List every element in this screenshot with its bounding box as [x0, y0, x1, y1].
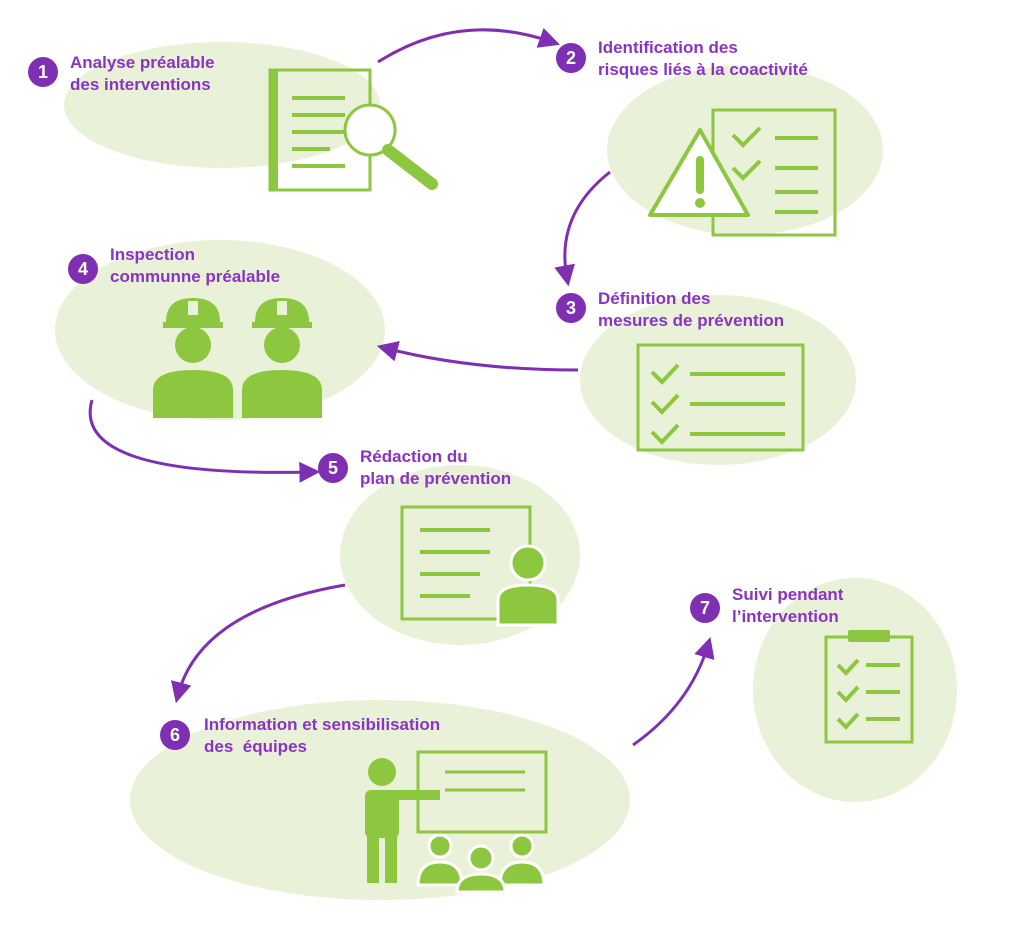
step-2-title-line1: Identification des	[598, 38, 738, 57]
step-6-title-line1: Information et sensibilisation	[204, 715, 441, 734]
arrow-4-to-5	[88, 399, 321, 483]
step-6-title: Information et sensibilisation des équip…	[204, 714, 440, 758]
step-4-title: Inspection communne préalable	[110, 244, 280, 288]
step-4-title-line2: communne préalable	[110, 267, 281, 286]
step-5-title-line1: Rédaction du	[360, 447, 468, 466]
step-7-badge: 7	[690, 593, 720, 623]
checklist-icon	[636, 343, 805, 452]
document-magnifier-icon	[268, 68, 438, 192]
step-3-title: Définition des mesures de prévention	[598, 288, 784, 332]
step-5-title-line2: plan de prévention	[360, 469, 512, 488]
warning-checklist-icon	[648, 108, 837, 237]
step-4-badge: 4	[68, 254, 98, 284]
step-1-title-line2: des interventions	[70, 75, 211, 94]
step-3-title-line2: mesures de prévention	[598, 311, 785, 330]
clipboard-checklist-icon	[824, 630, 914, 744]
step-2-title: Identification des risques liés à la coa…	[598, 37, 808, 81]
step-6-badge: 6	[160, 720, 190, 750]
step-6-title-line2: des équipes	[204, 737, 307, 756]
step-1-title: Analyse préalable des interventions	[70, 52, 215, 96]
arrow-5-to-6	[171, 583, 346, 704]
step-7-title-line2: l’intervention	[732, 607, 839, 626]
arrow-1-to-2	[377, 27, 560, 64]
step-1-badge: 1	[28, 57, 58, 87]
trainer-audience-icon	[365, 750, 548, 894]
arrow-2-to-3	[554, 170, 611, 287]
two-workers-helmets-icon	[153, 298, 322, 418]
step-5-title: Rédaction du plan de prévention	[360, 446, 511, 490]
arrow-6-to-7	[632, 636, 715, 747]
step-5-badge: 5	[318, 453, 348, 483]
arrow-3-to-4	[376, 340, 579, 372]
step-2-title-line2: risques liés à la coactivité	[598, 60, 808, 79]
step-1-blob	[64, 42, 380, 168]
step-3-title-line1: Définition des	[598, 289, 711, 308]
step-3-blob	[580, 295, 856, 465]
step-7-title: Suivi pendant l’intervention	[732, 584, 843, 628]
document-person-icon	[400, 505, 560, 627]
step-4-title-line1: Inspection	[110, 245, 196, 264]
step-1-title-line1: Analyse préalable	[70, 53, 215, 72]
step-7-title-line1: Suivi pendant	[732, 585, 844, 604]
step-3-badge: 3	[556, 293, 586, 323]
step-2-badge: 2	[556, 43, 586, 73]
